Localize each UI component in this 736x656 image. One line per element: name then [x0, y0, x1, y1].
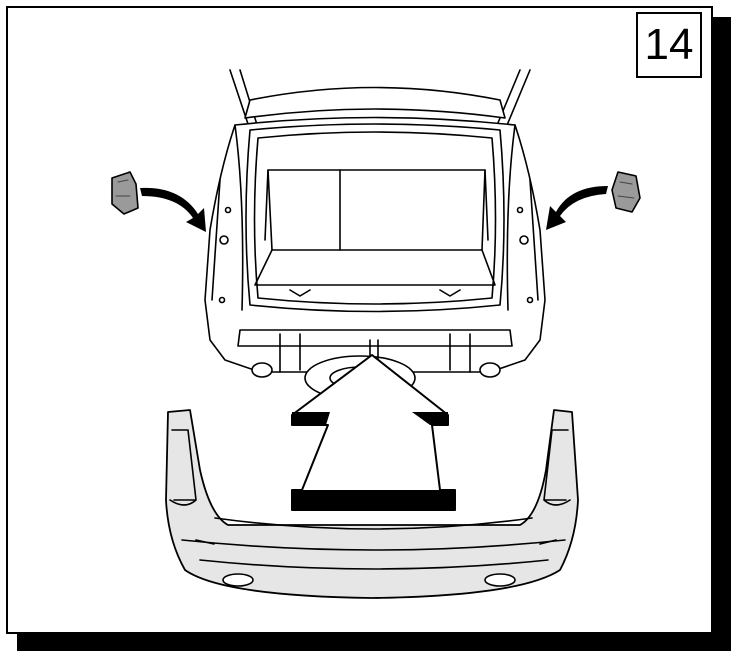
bumper-side-right: [543, 429, 571, 506]
crossmember: [237, 329, 513, 347]
install-arrow-band-top: [292, 412, 448, 425]
clip-hole-left-3: [218, 296, 226, 304]
cargo-side-wells: [264, 169, 489, 241]
left-bumper-clip: [111, 171, 206, 232]
step-number-badge: 14: [636, 12, 702, 78]
clip-hole-right-1: [519, 235, 529, 245]
clip-part-right: [611, 171, 641, 213]
cargo-floor: [254, 249, 496, 286]
clip-hole-left-1: [219, 235, 229, 245]
right-side-panel: [506, 124, 539, 311]
tailgate-strut-left: [229, 69, 259, 131]
vehicle-rear: [204, 69, 546, 401]
crossmember-brackets: [279, 333, 471, 373]
install-arrow-band-bottom: [292, 490, 455, 510]
clip-hole-left-2: [224, 206, 232, 214]
tailgate-strut-right: [494, 69, 531, 131]
clip-hole-right-3: [526, 296, 534, 304]
exhaust-cutout-left: [222, 573, 254, 587]
clip-hole-right-2: [516, 206, 524, 214]
reflector-right: [539, 539, 557, 545]
exhaust-right: [479, 362, 501, 378]
install-arrow: [291, 354, 456, 511]
cargo-hooks: [289, 289, 461, 297]
bumper-upper-lip: [214, 517, 533, 530]
exhaust-cutout-right: [484, 573, 516, 587]
right-bumper-clip: [546, 171, 641, 230]
reflector-left: [195, 539, 215, 545]
bumper-crease-1: [181, 539, 566, 551]
bumper-crease-2: [199, 559, 549, 570]
rear-bumper-cover: [165, 409, 579, 599]
trunk-opening-outer: [245, 123, 505, 313]
bumper-side-left: [169, 429, 197, 506]
curved-arrow-left: [140, 187, 206, 232]
left-side-panel: [211, 124, 244, 311]
tailgate-edge: [244, 86, 506, 119]
step-number: 14: [644, 20, 694, 69]
exhaust-left: [251, 362, 273, 378]
trunk-opening-inner: [253, 131, 497, 305]
clip-part-left: [111, 171, 139, 215]
curved-arrow-right: [546, 186, 608, 230]
